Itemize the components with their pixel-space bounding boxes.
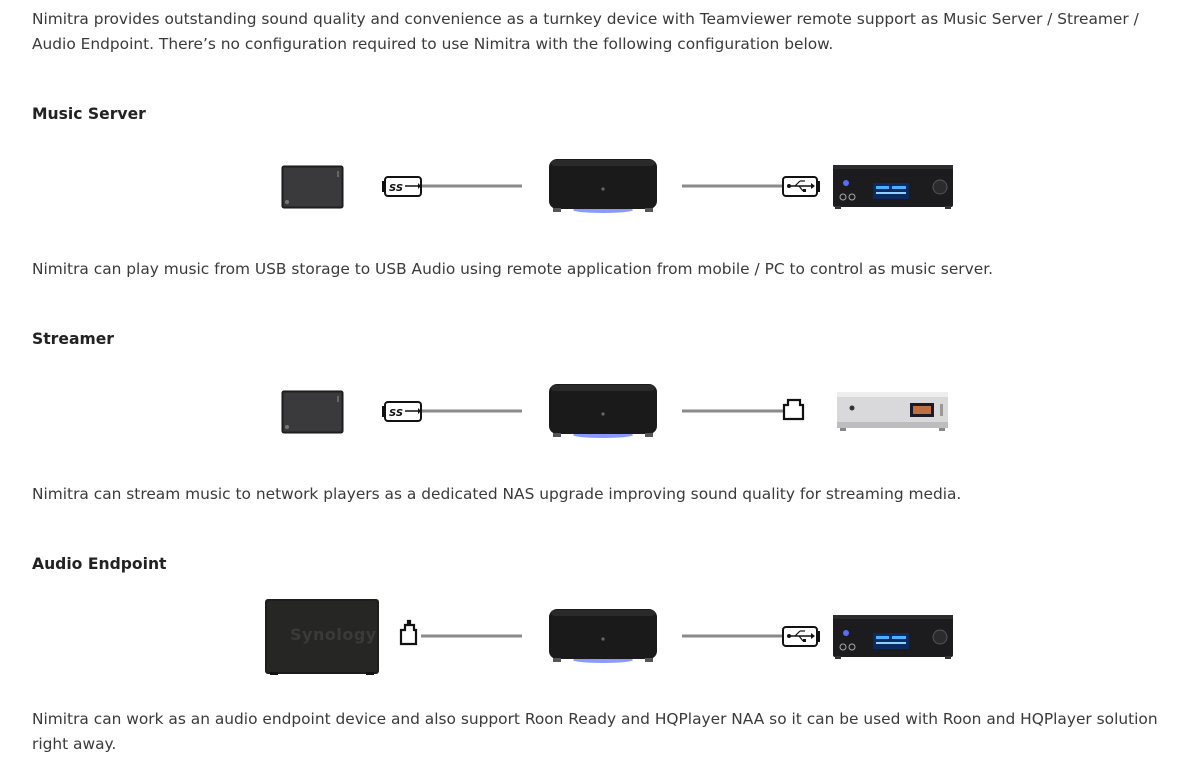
usb-hard-drive-image bbox=[281, 390, 344, 434]
network-player-image bbox=[837, 392, 948, 431]
usb-dac-image bbox=[833, 615, 953, 659]
nimitra-device-image bbox=[549, 609, 657, 663]
nas-logo: Synology bbox=[290, 625, 377, 644]
ethernet-icon bbox=[782, 398, 805, 421]
diagram-streamer: SS bbox=[0, 362, 1188, 462]
nimitra-device-image bbox=[549, 159, 657, 213]
usb-hard-drive-image bbox=[281, 165, 344, 209]
usb-icon bbox=[782, 176, 820, 197]
nas-image: Synology bbox=[265, 599, 379, 675]
ethernet-icon bbox=[399, 619, 418, 646]
usb-superspeed-icon: SS bbox=[382, 401, 422, 422]
intro-paragraph: Nimitra provides outstanding sound quali… bbox=[32, 10, 1139, 53]
section-title-streamer: Streamer bbox=[32, 330, 114, 348]
nimitra-device-image bbox=[549, 384, 657, 438]
usb-ss-label: SS bbox=[389, 183, 403, 194]
usb-dac-image bbox=[833, 165, 953, 209]
diagram-music-server: SS bbox=[0, 137, 1188, 237]
section-title-music-server: Music Server bbox=[32, 105, 146, 123]
usb-superspeed-icon: SS bbox=[382, 176, 422, 197]
caption-music-server: Nimitra can play music from USB storage … bbox=[32, 260, 994, 278]
caption-streamer: Nimitra can stream music to network play… bbox=[32, 485, 962, 503]
usb-icon bbox=[782, 626, 820, 647]
usb-ss-label: SS bbox=[389, 408, 403, 419]
section-title-audio-endpoint: Audio Endpoint bbox=[32, 555, 167, 573]
diagram-audio-endpoint: Synology bbox=[0, 587, 1188, 687]
caption-audio-endpoint: Nimitra can work as an audio endpoint de… bbox=[32, 710, 1158, 753]
